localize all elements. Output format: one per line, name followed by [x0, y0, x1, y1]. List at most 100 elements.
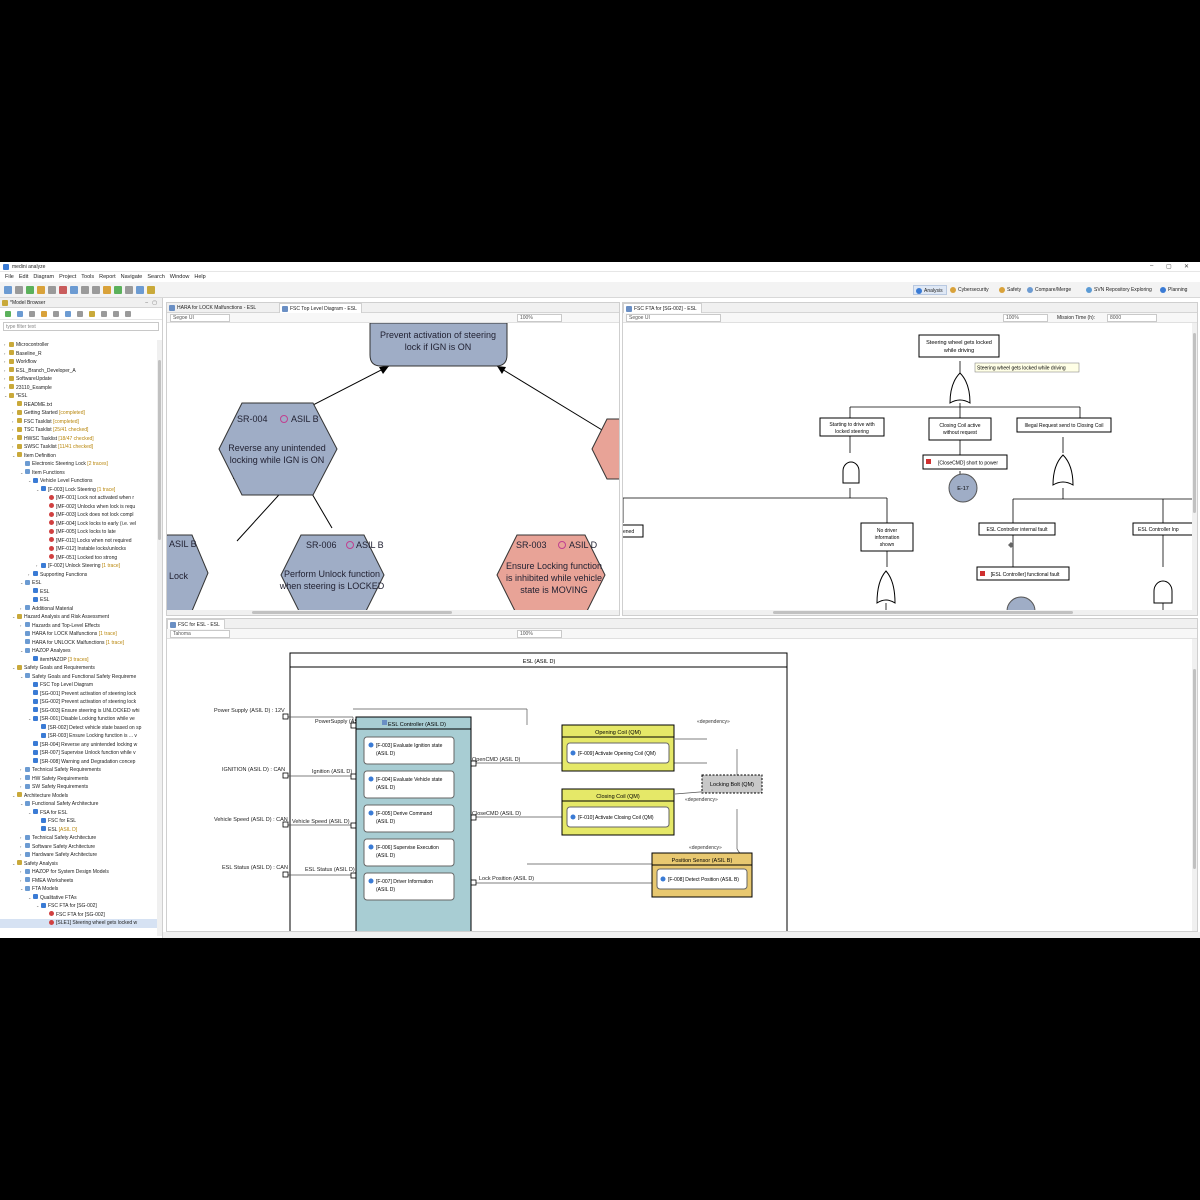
vertical-scrollbar[interactable]	[1192, 323, 1197, 610]
expand-arrow-icon[interactable]: ⌄	[20, 469, 24, 475]
sr003-node[interactable]: SR-003 ASIL D Ensure Locking function is…	[496, 534, 606, 615]
expand-arrow-icon[interactable]: ⌄	[28, 809, 32, 815]
tree-item[interactable]: [SLE1] Steering wheel gets locked w	[0, 919, 160, 928]
tree-item[interactable]: [MF-012] Instable locks/unlocks	[0, 545, 160, 554]
tree-item[interactable]: ⌄FTA Models	[0, 885, 160, 894]
left-cut-node[interactable]: ASIL B Lock	[167, 534, 209, 612]
top-goal-node[interactable]: Prevent activation of steering lock if I…	[369, 323, 508, 367]
tree-item[interactable]: ›SoftwareUpdate	[0, 375, 160, 384]
tree-item[interactable]: [MF-005] Lock locks to late	[0, 528, 160, 537]
tree-item[interactable]: [SG-002] Prevent activation of steering …	[0, 698, 160, 707]
toolbar-button-icon[interactable]	[147, 286, 155, 294]
zoom-select[interactable]: 100%	[1003, 314, 1048, 322]
minimize-icon[interactable]: –	[1150, 263, 1154, 269]
font-select[interactable]: Tahoma	[170, 630, 230, 638]
expand-arrow-icon[interactable]: ⌄	[12, 792, 16, 798]
tree-item[interactable]: [SR-007] Supervise Unlock function while…	[0, 749, 160, 758]
architecture-canvas[interactable]: ESL (ASIL D) Power Supply (ASIL D) : 12V…	[167, 639, 1197, 931]
menu-report[interactable]: Report	[99, 274, 116, 280]
tree-item[interactable]: ›Technical Safety Architecture	[0, 834, 160, 843]
event-starting-drive[interactable]: Starting to drive with locked steering	[819, 417, 885, 437]
fta-canvas[interactable]: Steering wheel gets locked while driving…	[623, 323, 1197, 615]
expand-arrow-icon[interactable]: ⌄	[28, 894, 32, 900]
tree-item[interactable]: [SR-002] Detect vehicle state based on s…	[0, 724, 160, 733]
expand-arrow-icon[interactable]: ›	[12, 427, 14, 432]
tree-item[interactable]: ›TSC Tasklist [25/41 checked]	[0, 426, 160, 435]
browser-scrollbar[interactable]	[157, 340, 162, 936]
tree-item[interactable]: itemHAZOP [3 traces]	[0, 656, 160, 665]
toolbar-button-icon[interactable]	[114, 286, 122, 294]
locking-bolt-block[interactable]: Locking Bolt (QM)	[701, 774, 763, 794]
browser-tool-icon[interactable]	[53, 311, 59, 317]
and-gate-icon[interactable]	[1153, 580, 1173, 604]
expand-arrow-icon[interactable]: ›	[20, 869, 22, 874]
browser-tool-icon[interactable]	[101, 311, 107, 317]
menu-edit[interactable]: Edit	[18, 274, 29, 280]
tree-item[interactable]: ⌄[SR-001] Disable Locking function while…	[0, 715, 160, 724]
tree-item[interactable]: ›Software Safety Architecture	[0, 843, 160, 852]
esl-controller-block[interactable]: ESL Controller (ASIL D) [F-003] Evaluate…	[355, 716, 472, 931]
toolbar-button-icon[interactable]	[15, 286, 23, 294]
right-cut-node[interactable]	[591, 418, 619, 480]
perspective-analysis[interactable]: Analysis	[913, 285, 947, 295]
tree-item[interactable]: ›Supporting Functions	[0, 571, 160, 580]
browser-tool-icon[interactable]	[5, 311, 11, 317]
tree-item[interactable]: HARA for LOCK Malfunctions [1 trace]	[0, 630, 160, 639]
tree-item[interactable]: ⌄Item Functions	[0, 469, 160, 478]
expand-arrow-icon[interactable]: ⌄	[12, 614, 16, 619]
mission-time-input[interactable]: 8000	[1107, 314, 1157, 322]
event-esl-input[interactable]: ESL Controller Inp	[1132, 522, 1197, 536]
tree-item[interactable]: ›Technical Safety Requirements	[0, 766, 160, 775]
event-illegal-request[interactable]: Illegal Request send to Closing Coil	[1016, 417, 1112, 433]
zoom-select[interactable]: 100%	[517, 630, 562, 638]
expand-arrow-icon[interactable]: ⌄	[20, 648, 24, 653]
expand-arrow-icon[interactable]: ›	[4, 342, 6, 347]
tree-item[interactable]: ⌄*ESL	[0, 392, 160, 401]
tab-fsc-for-esl[interactable]: FSC for ESL - ESL	[167, 619, 225, 629]
expand-arrow-icon[interactable]: ⌄	[36, 903, 40, 908]
browser-tool-icon[interactable]	[41, 311, 47, 317]
tree-item[interactable]: ›HWSC Tasklist [18/47 checked]	[0, 435, 160, 444]
expand-arrow-icon[interactable]: ⌄	[28, 716, 32, 721]
tree-item[interactable]: ⌄HAZOP Analyses	[0, 647, 160, 656]
tree-item[interactable]: [SR-004] Reverse any unintended locking …	[0, 741, 160, 750]
perspective-planning[interactable]: Planning	[1158, 285, 1190, 295]
event-closecmd-short[interactable]: [CloseCMD] short to power	[922, 454, 1008, 470]
expand-arrow-icon[interactable]: ›	[20, 622, 22, 628]
sr004-node[interactable]: SR-004 ASIL B Reverse any unintended loc…	[218, 402, 338, 496]
tree-item[interactable]: [MF-004] Lock locks to early (i.e. vel	[0, 520, 160, 529]
browser-tool-icon[interactable]	[89, 311, 95, 317]
expand-arrow-icon[interactable]: ›	[20, 775, 22, 781]
minimize-icon[interactable]: –	[145, 300, 148, 306]
tree-item[interactable]: [SR-003] Ensure Locking function is ... …	[0, 732, 160, 741]
tree-item[interactable]: ›Workflow	[0, 358, 160, 367]
tree-item[interactable]: [SG-003] Ensure steering is UNLOCKED whi	[0, 707, 160, 716]
expand-arrow-icon[interactable]: ›	[20, 767, 22, 772]
function-box[interactable]	[363, 736, 455, 765]
tree-item[interactable]: ›23110_Example	[0, 384, 160, 393]
font-select[interactable]: Segoe UI	[170, 314, 230, 322]
maximize-icon[interactable]: ▢	[1166, 264, 1172, 270]
or-gate-icon[interactable]	[1052, 454, 1074, 486]
perspective-safety[interactable]: Safety	[997, 285, 1024, 295]
expand-arrow-icon[interactable]: ⌄	[36, 486, 40, 492]
expand-arrow-icon[interactable]: ⌄	[12, 665, 16, 670]
function-box[interactable]	[363, 770, 455, 799]
toolbar-button-icon[interactable]	[103, 286, 111, 294]
tree-item[interactable]: [MF-011] Locks when not required	[0, 537, 160, 546]
closing-coil-block[interactable]: Closing Coil (QM) [F-010] Activate Closi…	[561, 788, 675, 836]
tree-item[interactable]: ESL [ASIL D]	[0, 826, 160, 835]
function-box[interactable]	[363, 872, 455, 901]
menu-project[interactable]: Project	[59, 274, 77, 280]
zoom-select[interactable]: 100%	[517, 314, 562, 322]
tab-fsc-fta[interactable]: FSC FTA for [SG-002] - ESL	[623, 303, 702, 313]
expand-arrow-icon[interactable]: ›	[36, 563, 38, 568]
or-gate-icon[interactable]	[949, 372, 971, 404]
expand-arrow-icon[interactable]: ›	[12, 444, 14, 449]
function-box[interactable]	[363, 838, 455, 867]
tree-item[interactable]: ›Hazards and Top-Level Effects	[0, 622, 160, 631]
tree-item[interactable]: FSC Top Level Diagram	[0, 681, 160, 690]
toolbar-button-icon[interactable]	[136, 286, 144, 294]
diagram-canvas[interactable]: Prevent activation of steering lock if I…	[167, 323, 619, 615]
opening-coil-block[interactable]: Opening Coil (QM) [F-009] Activate Openi…	[561, 724, 675, 772]
